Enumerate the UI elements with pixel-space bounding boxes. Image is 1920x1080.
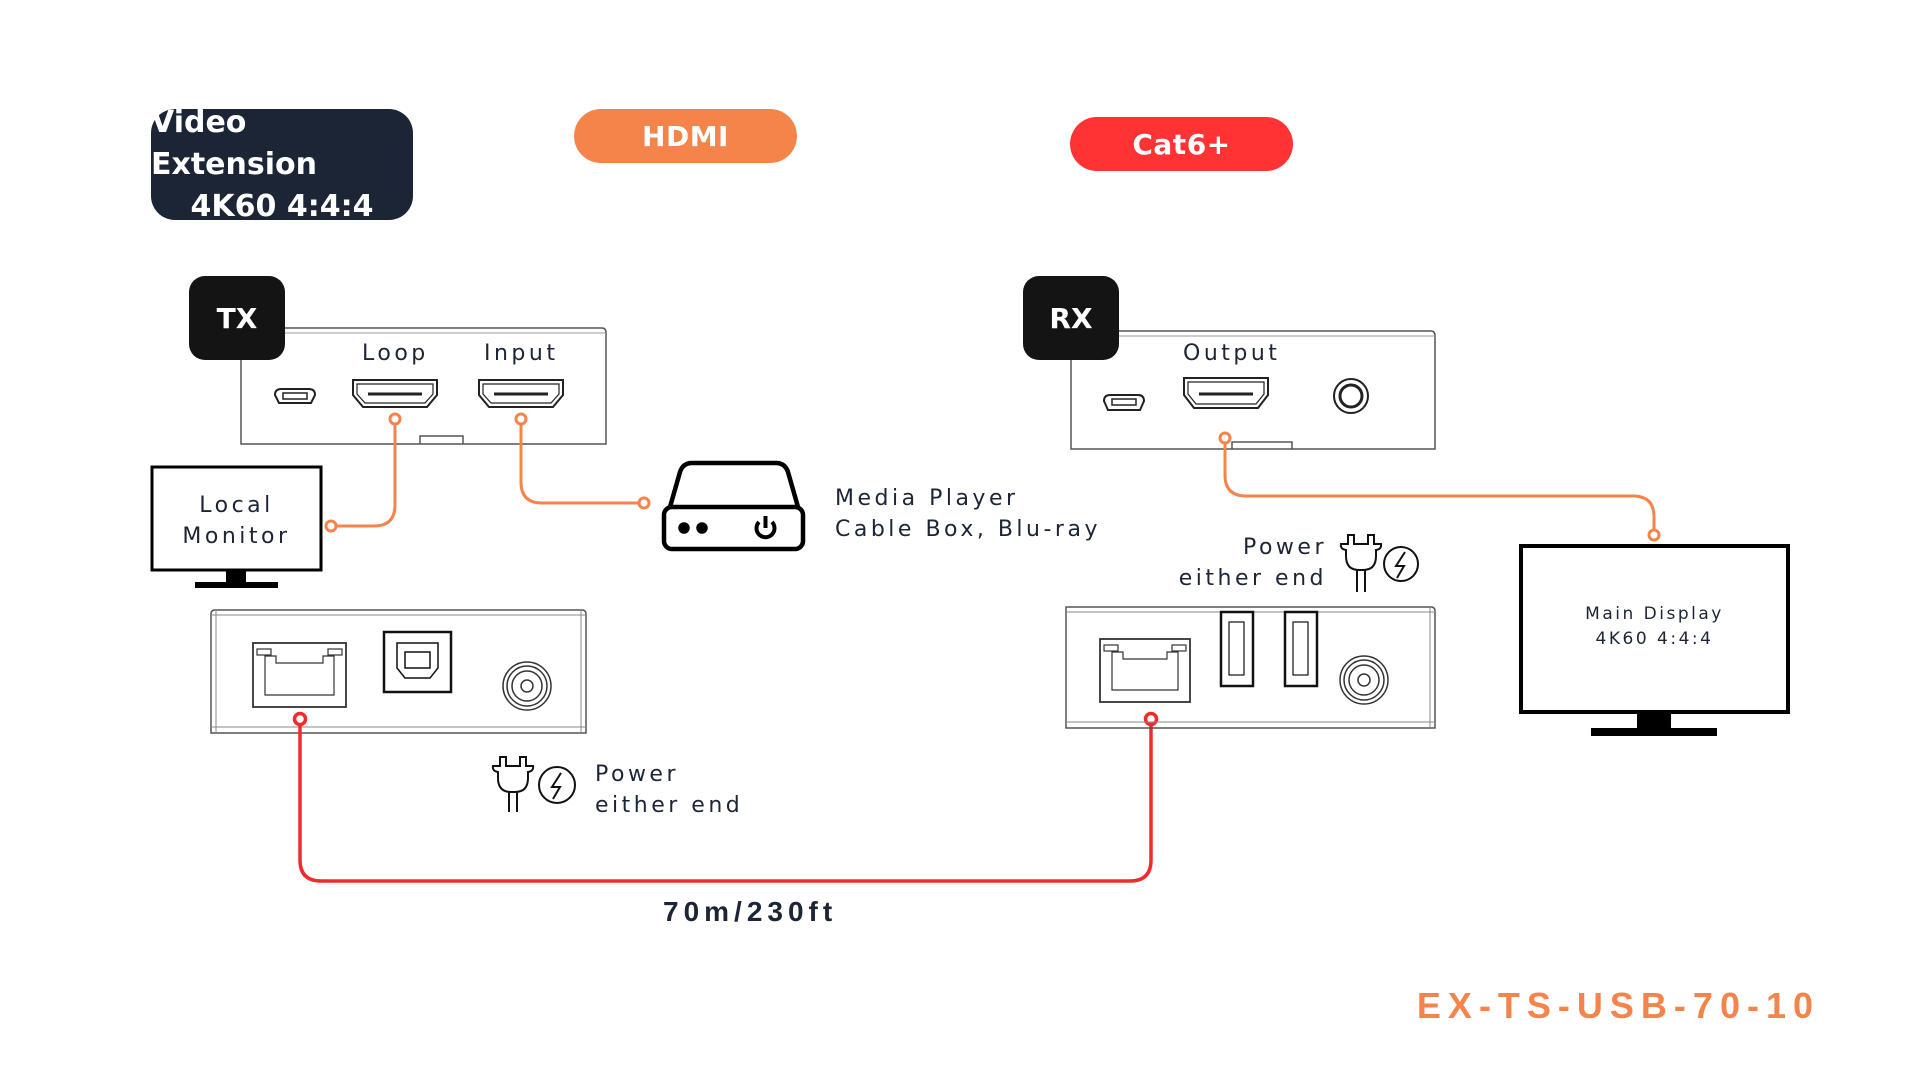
hdmi-pill-label: HDMI (642, 119, 729, 153)
tx-badge-label: TX (216, 301, 258, 335)
main-display-label: Main Display 4K60 4:4:4 (1521, 602, 1788, 652)
audio-jack-icon (1333, 378, 1369, 414)
rx-rj45-port-icon (1099, 638, 1191, 703)
loop-label: Loop (362, 341, 429, 366)
tx-power-line-1: Power (595, 762, 680, 787)
output-label: Output (1183, 341, 1281, 366)
source-line-2: Cable Box, Blu-ray (835, 517, 1101, 542)
tx-power-line-2: either end (595, 793, 744, 818)
tx-rear-panel (210, 609, 587, 734)
usb-a-port-icon (1219, 610, 1255, 688)
rx-power-label: Power either end (1179, 532, 1327, 594)
usb-b-port-icon (382, 630, 453, 694)
micro-usb-port-icon (273, 388, 317, 404)
rx-badge: RX (1023, 276, 1119, 360)
rx-dc-jack-icon (1339, 655, 1389, 705)
usb-a-port-icon (1283, 610, 1319, 688)
model-number: EX-TS-USB-70-10 (1416, 985, 1820, 1026)
local-monitor-label: Local Monitor (152, 490, 321, 552)
rx-power-bolt-icon (1383, 546, 1419, 582)
cable-distance-label: 70m/230ft (663, 896, 838, 927)
local-monitor-icon (150, 465, 323, 588)
hdmi-output-cable (1218, 431, 1661, 542)
hdmi-output-port-icon (1183, 377, 1269, 409)
input-label: Input (484, 341, 559, 366)
tx-dc-jack-icon (502, 661, 552, 711)
cat6-pill: Cat6+ (1070, 117, 1293, 171)
hdmi-input-port-icon (478, 379, 564, 408)
title-line-1: Video Extension (151, 104, 317, 182)
rx-power-line-2: either end (1178, 566, 1327, 591)
main-display-line-2: 4K60 4:4:4 (1595, 629, 1714, 649)
tx-power-label: Power either end (595, 759, 743, 821)
hdmi-input-cable (514, 412, 651, 510)
rx-rear-panel (1065, 606, 1436, 729)
hdmi-loop-cable (324, 412, 402, 533)
main-display-line-1: Main Display (1585, 604, 1724, 624)
local-monitor-line-1: Local (199, 493, 274, 518)
cat6-pill-label: Cat6+ (1132, 127, 1231, 161)
tx-rj45-port-icon (252, 642, 347, 708)
media-player-icon (661, 460, 806, 552)
local-monitor-line-2: Monitor (182, 524, 291, 549)
title-line-2: 4K60 4:4:4 (190, 188, 374, 224)
tx-power-plug-icon (491, 756, 535, 812)
rx-front-panel (1070, 330, 1436, 450)
hdmi-pill: HDMI (574, 109, 797, 163)
source-line-1: Media Player (835, 486, 1019, 511)
tx-power-bolt-icon (538, 766, 576, 804)
hdmi-loop-port-icon (352, 379, 438, 408)
rx-micro-usb-port-icon (1102, 394, 1146, 411)
title-badge: Video Extension 4K60 4:4:4 (151, 105, 413, 224)
source-label: Media Player Cable Box, Blu-ray (835, 483, 1101, 545)
tx-badge: TX (189, 276, 285, 360)
main-display-icon (1519, 544, 1790, 736)
rx-power-plug-icon (1339, 534, 1383, 592)
rx-power-line-1: Power (1242, 535, 1327, 560)
tx-front-panel (240, 327, 607, 445)
rx-badge-label: RX (1049, 301, 1093, 335)
